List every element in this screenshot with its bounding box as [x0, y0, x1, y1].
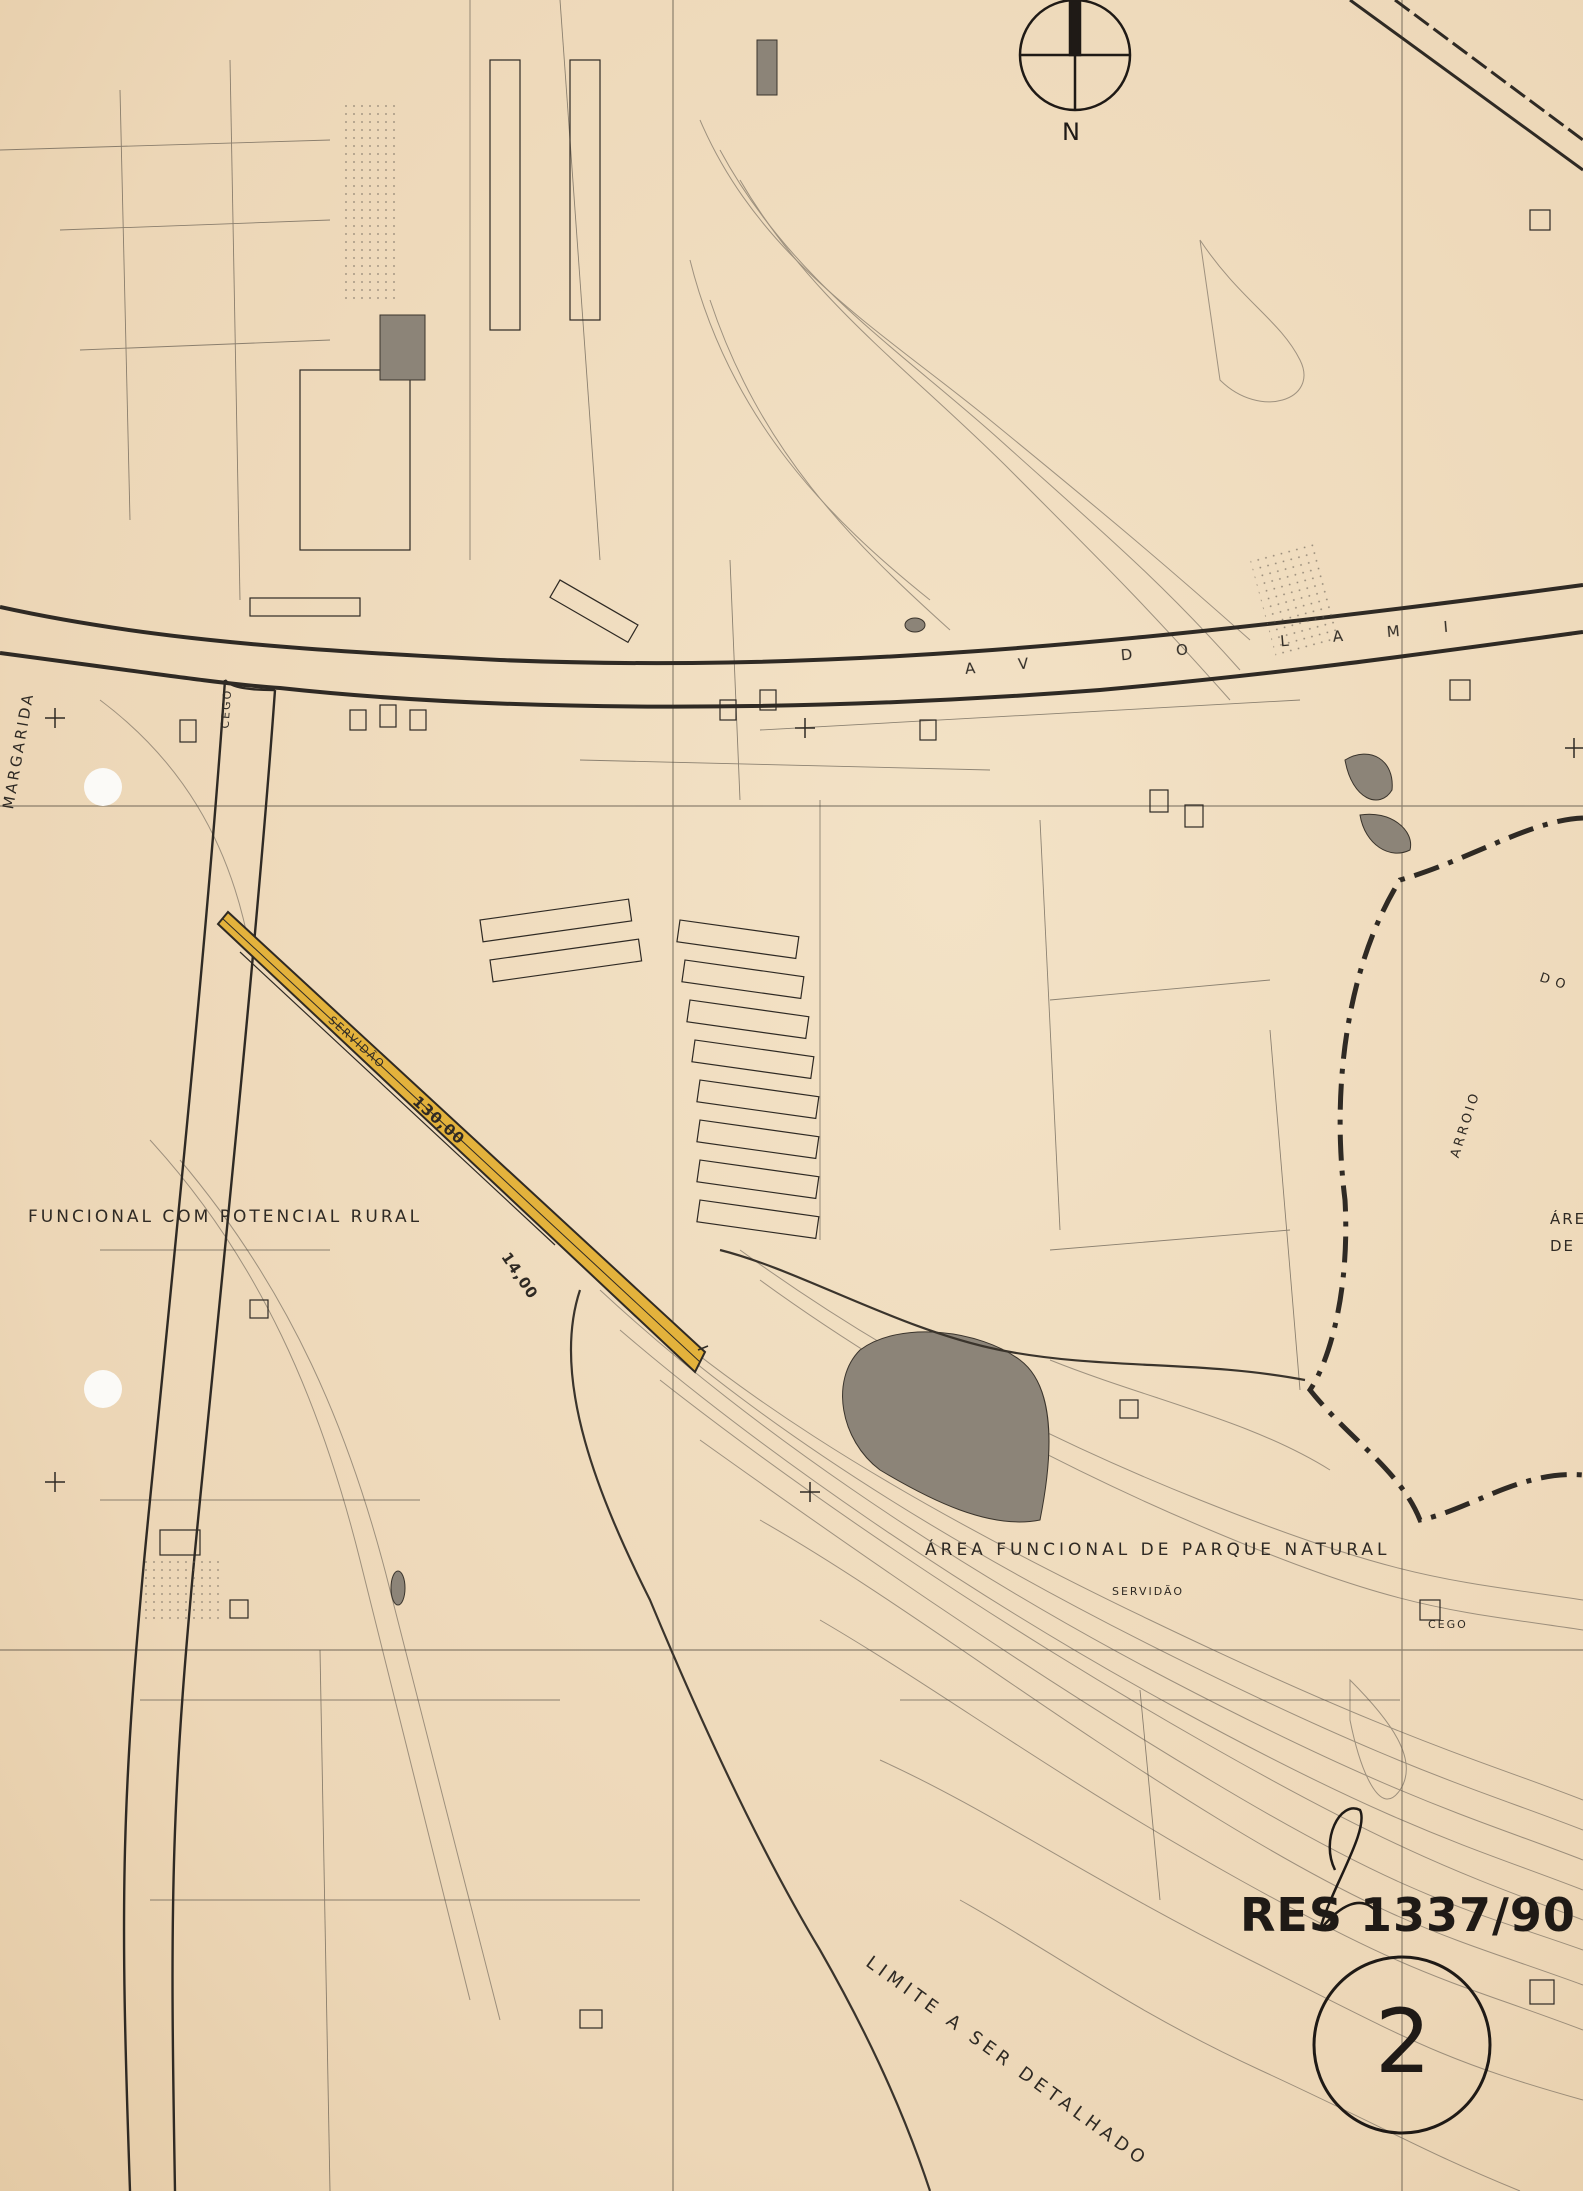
- parque-natural-label: ÁREA FUNCIONAL DE PARQUE NATURAL: [925, 1540, 1391, 1560]
- binder-hole-bottom: [84, 1370, 122, 1408]
- north-label: N: [1062, 118, 1080, 146]
- sheet-number-circle: [1312, 1955, 1492, 2135]
- signature-scribble: [1318, 1807, 1376, 1931]
- estrada-road: [122, 679, 277, 2191]
- area-edge-label: ÁRE: [1550, 1210, 1583, 1228]
- contour-lines: [99, 119, 1583, 2191]
- cego-label-south: CEGO: [1428, 1618, 1468, 1631]
- funcional-rural-label: FUNCIONAL COM POTENCIAL RURAL: [28, 1207, 423, 1227]
- de-edge-label: DE: [1550, 1237, 1576, 1255]
- servidao-strip: [216, 910, 709, 1374]
- sheet-number: 2: [1375, 1990, 1431, 2093]
- binder-hole-top: [84, 768, 122, 806]
- hatch-areas: [140, 100, 1344, 1620]
- resolution-stamp: RES 1337/90: [1240, 1888, 1576, 1942]
- av-do-lami-road: [0, 583, 1583, 709]
- servidao-south-label: SERVIDÃO: [1112, 1585, 1185, 1598]
- north-arrow: [1018, 0, 1132, 112]
- railway: [1349, 0, 1583, 172]
- buildings: [159, 59, 1555, 2029]
- cego-label-north: CEGO: [218, 688, 235, 729]
- area-boundary: [1306, 815, 1583, 1523]
- stream: [569, 1248, 1306, 2191]
- survey-crosses: [45, 708, 1583, 1502]
- parcel-lines: [0, 0, 1400, 2191]
- water-bodies: [379, 39, 1412, 1606]
